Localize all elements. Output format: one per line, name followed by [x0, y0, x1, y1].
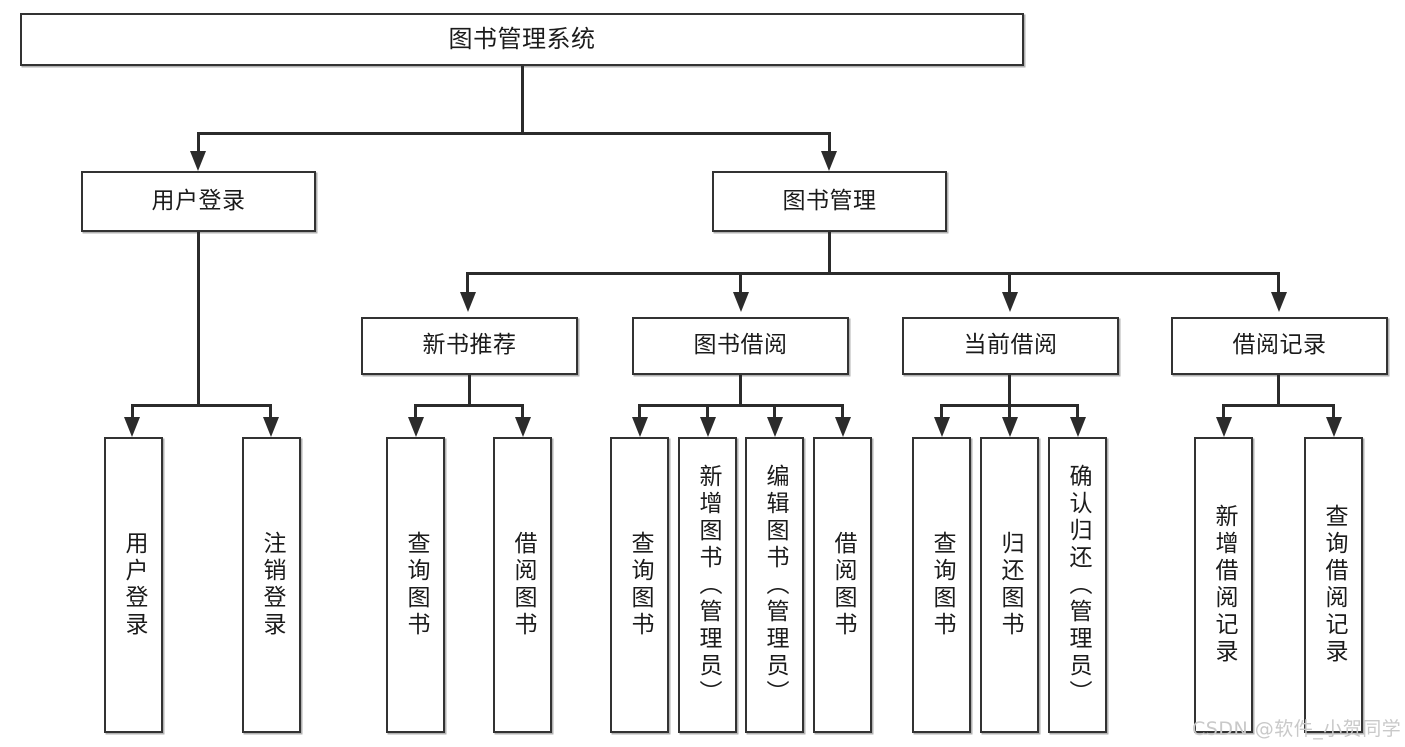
arrowhead-cb-leaf2 — [1002, 417, 1018, 437]
connector-bb-leaf2 — [706, 404, 709, 420]
leaf-node-query-borrow-record[interactable]: 查询借阅记录 — [1304, 437, 1363, 733]
connector-br-leaf1 — [1222, 404, 1225, 420]
arrowhead-leaf-user-login — [124, 417, 140, 437]
arrowhead-br-leaf1 — [1216, 417, 1232, 437]
node-label: 用户登录 — [121, 531, 147, 639]
connector-bb-leaf4 — [841, 404, 844, 420]
connector-root-bus — [197, 132, 831, 135]
connector-user-login-leaf2 — [269, 404, 272, 420]
arrowhead-bb-leaf3 — [767, 417, 783, 437]
connector-nbr-leaf1 — [414, 404, 417, 420]
connector-cb-leaf1 — [940, 404, 943, 420]
node-label: 注销登录 — [259, 531, 285, 639]
connector-to-current-borrow — [1008, 272, 1011, 294]
connector-new-book-recommend-bus — [414, 404, 524, 407]
connector-cb-leaf2 — [1008, 404, 1011, 420]
connector-root-stem — [521, 66, 524, 134]
connector-cb-leaf3 — [1076, 404, 1079, 420]
leaf-node-query-book-current[interactable]: 查询图书 — [912, 437, 971, 733]
node-label: 图书管理 — [782, 187, 877, 214]
node-label: 查询图书 — [403, 531, 429, 639]
connector-borrow-record-stem — [1277, 375, 1280, 407]
leaf-node-borrow-book-recommend[interactable]: 借阅图书 — [493, 437, 552, 733]
node-new-book-recommend[interactable]: 新书推荐 — [361, 317, 578, 375]
leaf-node-query-book-recommend[interactable]: 查询图书 — [386, 437, 445, 733]
node-label: 借阅记录 — [1232, 332, 1327, 359]
leaf-node-logout[interactable]: 注销登录 — [242, 437, 301, 733]
node-label: 当前借阅 — [963, 332, 1058, 359]
arrowhead-cb-leaf1 — [934, 417, 950, 437]
node-borrow-record[interactable]: 借阅记录 — [1171, 317, 1388, 375]
arrowhead-bb-leaf4 — [835, 417, 851, 437]
connector-br-leaf2 — [1332, 404, 1335, 420]
connector-user-login-leaf1 — [131, 404, 134, 420]
node-label: 图书借阅 — [693, 332, 788, 359]
connector-to-borrow-record — [1277, 272, 1280, 294]
connector-root-to-book-management — [828, 132, 831, 154]
node-label: 查询借阅记录 — [1321, 504, 1347, 666]
leaf-node-return-book[interactable]: 归还图书 — [980, 437, 1039, 733]
node-book-borrow[interactable]: 图书借阅 — [632, 317, 849, 375]
connector-book-borrow-stem — [739, 375, 742, 407]
connector-book-borrow-bus — [638, 404, 844, 407]
arrowhead-book-management — [821, 151, 837, 171]
arrowhead-borrow-record — [1271, 292, 1287, 312]
node-label: 归还图书 — [997, 531, 1023, 639]
node-label: 查询图书 — [929, 531, 955, 639]
connector-bb-leaf3 — [773, 404, 776, 420]
connector-current-borrow-stem — [1008, 375, 1011, 407]
node-user-login[interactable]: 用户登录 — [81, 171, 316, 232]
node-label: 编辑图书（管理员） — [762, 463, 788, 707]
arrowhead-br-leaf2 — [1326, 417, 1342, 437]
node-label: 用户登录 — [151, 187, 246, 214]
connector-nbr-leaf2 — [521, 404, 524, 420]
node-book-management[interactable]: 图书管理 — [712, 171, 947, 232]
arrowhead-book-borrow — [733, 292, 749, 312]
arrowhead-bb-leaf2 — [700, 417, 716, 437]
leaf-node-add-book-admin[interactable]: 新增图书（管理员） — [678, 437, 737, 733]
leaf-node-edit-book-admin[interactable]: 编辑图书（管理员） — [745, 437, 804, 733]
leaf-node-user-login[interactable]: 用户登录 — [104, 437, 163, 733]
arrowhead-nbr-leaf2 — [515, 417, 531, 437]
node-current-borrow[interactable]: 当前借阅 — [902, 317, 1119, 375]
node-label: 新增借阅记录 — [1211, 504, 1237, 666]
connector-level3-bus — [466, 272, 1280, 275]
arrowhead-nbr-leaf1 — [408, 417, 424, 437]
node-label: 新书推荐 — [422, 332, 517, 359]
connector-borrow-record-bus — [1222, 404, 1335, 407]
node-label: 新增图书（管理员） — [695, 463, 721, 707]
connector-to-book-borrow — [739, 272, 742, 294]
arrowhead-bb-leaf1 — [632, 417, 648, 437]
csdn-watermark: CSDN @软件_小贺同学 — [1192, 718, 1402, 740]
arrowhead-new-book-recommend — [460, 292, 476, 312]
leaf-node-query-book-borrow[interactable]: 查询图书 — [610, 437, 669, 733]
leaf-node-borrow-book[interactable]: 借阅图书 — [813, 437, 872, 733]
connector-new-book-recommend-stem — [468, 375, 471, 407]
arrowhead-current-borrow — [1002, 292, 1018, 312]
connector-book-management-stem — [828, 232, 831, 274]
arrowhead-leaf-logout — [263, 417, 279, 437]
connector-bb-leaf1 — [638, 404, 641, 420]
node-root-book-management-system[interactable]: 图书管理系统 — [20, 13, 1024, 66]
node-label: 借阅图书 — [830, 531, 856, 639]
arrowhead-cb-leaf3 — [1070, 417, 1086, 437]
node-label: 确认归还（管理员） — [1065, 463, 1091, 707]
node-label: 借阅图书 — [510, 531, 536, 639]
node-label: 查询图书 — [627, 531, 653, 639]
leaf-node-add-borrow-record[interactable]: 新增借阅记录 — [1194, 437, 1253, 733]
connector-to-new-book-recommend — [466, 272, 469, 294]
connector-root-to-user-login — [197, 132, 200, 154]
node-label: 图书管理系统 — [448, 25, 596, 54]
leaf-node-confirm-return-admin[interactable]: 确认归还（管理员） — [1048, 437, 1107, 733]
connector-user-login-bus — [131, 404, 269, 407]
arrowhead-user-login — [190, 151, 206, 171]
connector-user-login-stem — [197, 232, 200, 406]
